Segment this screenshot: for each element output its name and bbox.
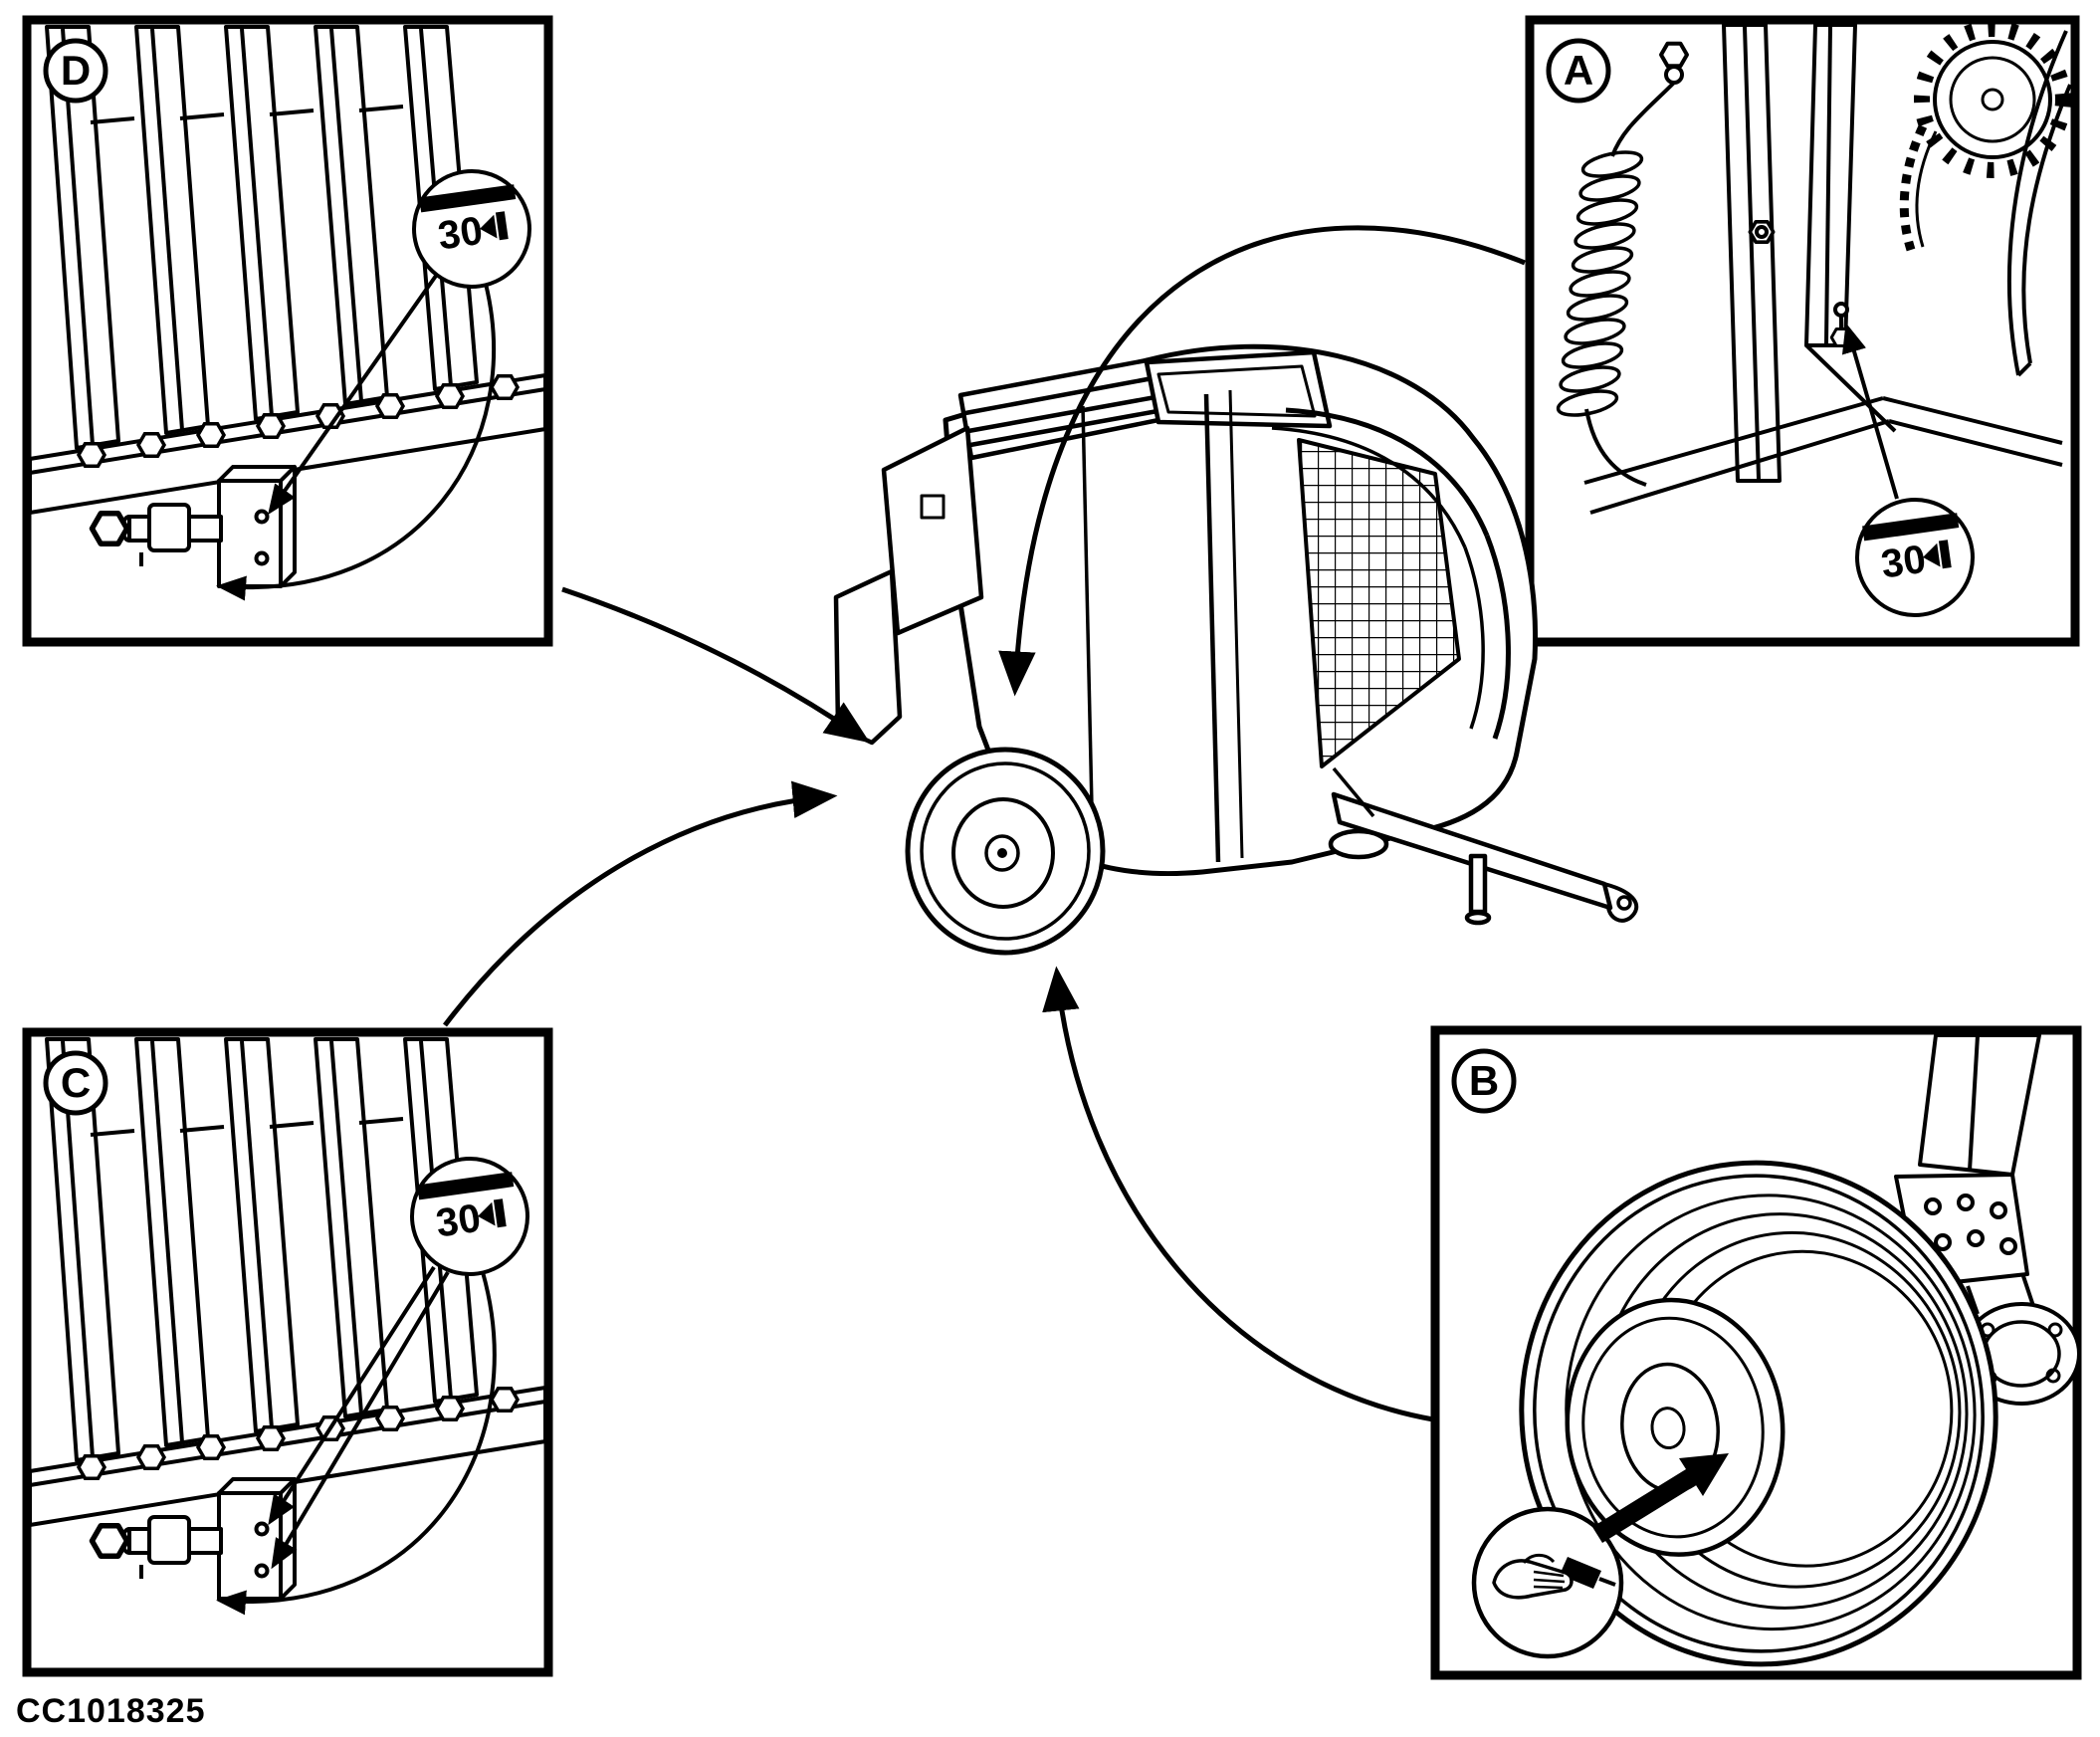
grease-fitting <box>254 509 270 525</box>
figure-caption: CC1018325 <box>16 1692 206 1730</box>
underbody-roller <box>1328 766 1389 860</box>
callout-panel-c: 30 C <box>22 1027 553 1677</box>
pointer-line <box>1841 323 1899 500</box>
callout-letter: D <box>61 47 91 94</box>
lube-interval-value: 30 <box>435 209 485 259</box>
arrow-c-to-machine <box>443 780 838 1027</box>
front-shield <box>881 425 984 636</box>
callout-letter: A <box>1564 47 1593 94</box>
pointer-lines <box>216 1265 497 1616</box>
grease-fitting <box>254 1521 270 1537</box>
lube-interval-value: 30 <box>433 1196 483 1246</box>
frame-members <box>1583 24 2063 515</box>
thick-pointer-arrow <box>1592 1453 1729 1543</box>
grease-fitting <box>1829 302 1853 347</box>
lower-front-shield <box>833 568 903 746</box>
hose-fitting <box>1610 41 1689 157</box>
callout-panel-b: B <box>1430 1025 2082 1680</box>
roller-chain <box>1899 124 1938 252</box>
callout-panel-a: 30 A <box>1525 15 2080 647</box>
axle-arm <box>1918 1033 2041 1177</box>
drawbar-hitch <box>1331 791 1639 926</box>
grease-fitting <box>254 550 270 566</box>
grease-gun-icon <box>1923 540 1952 569</box>
letter-badge <box>43 1050 108 1116</box>
mount-nut <box>1748 220 1776 244</box>
letter-badge <box>1546 38 1611 104</box>
callout-letter: C <box>61 1059 91 1106</box>
wheel-and-tire <box>1519 1160 1998 1667</box>
callout-panel-d: 30 D <box>22 15 553 647</box>
lube-interval-symbol: 30 <box>1855 498 1975 617</box>
letter-badge <box>1451 1048 1517 1114</box>
top-window-panel <box>1144 349 1333 429</box>
grease-gun-icon <box>480 211 509 241</box>
hand-grease-gun-icon <box>1471 1506 1624 1659</box>
curved-guard <box>2006 30 2071 377</box>
lube-interval-symbol: 30 <box>410 1157 529 1276</box>
pointer-lines <box>216 274 496 601</box>
grease-gun-icon <box>478 1198 507 1228</box>
coiled-hose <box>1556 150 1647 487</box>
callout-letter: B <box>1469 1057 1499 1104</box>
grease-fitting <box>254 1563 270 1579</box>
lube-interval-value: 30 <box>1878 538 1928 587</box>
letter-badge <box>43 38 108 104</box>
lube-interval-symbol: 30 <box>412 169 531 289</box>
ground-wheel <box>905 747 1106 956</box>
baler-illustration <box>833 343 1639 956</box>
arrow-b-to-machine <box>1042 966 1434 1422</box>
